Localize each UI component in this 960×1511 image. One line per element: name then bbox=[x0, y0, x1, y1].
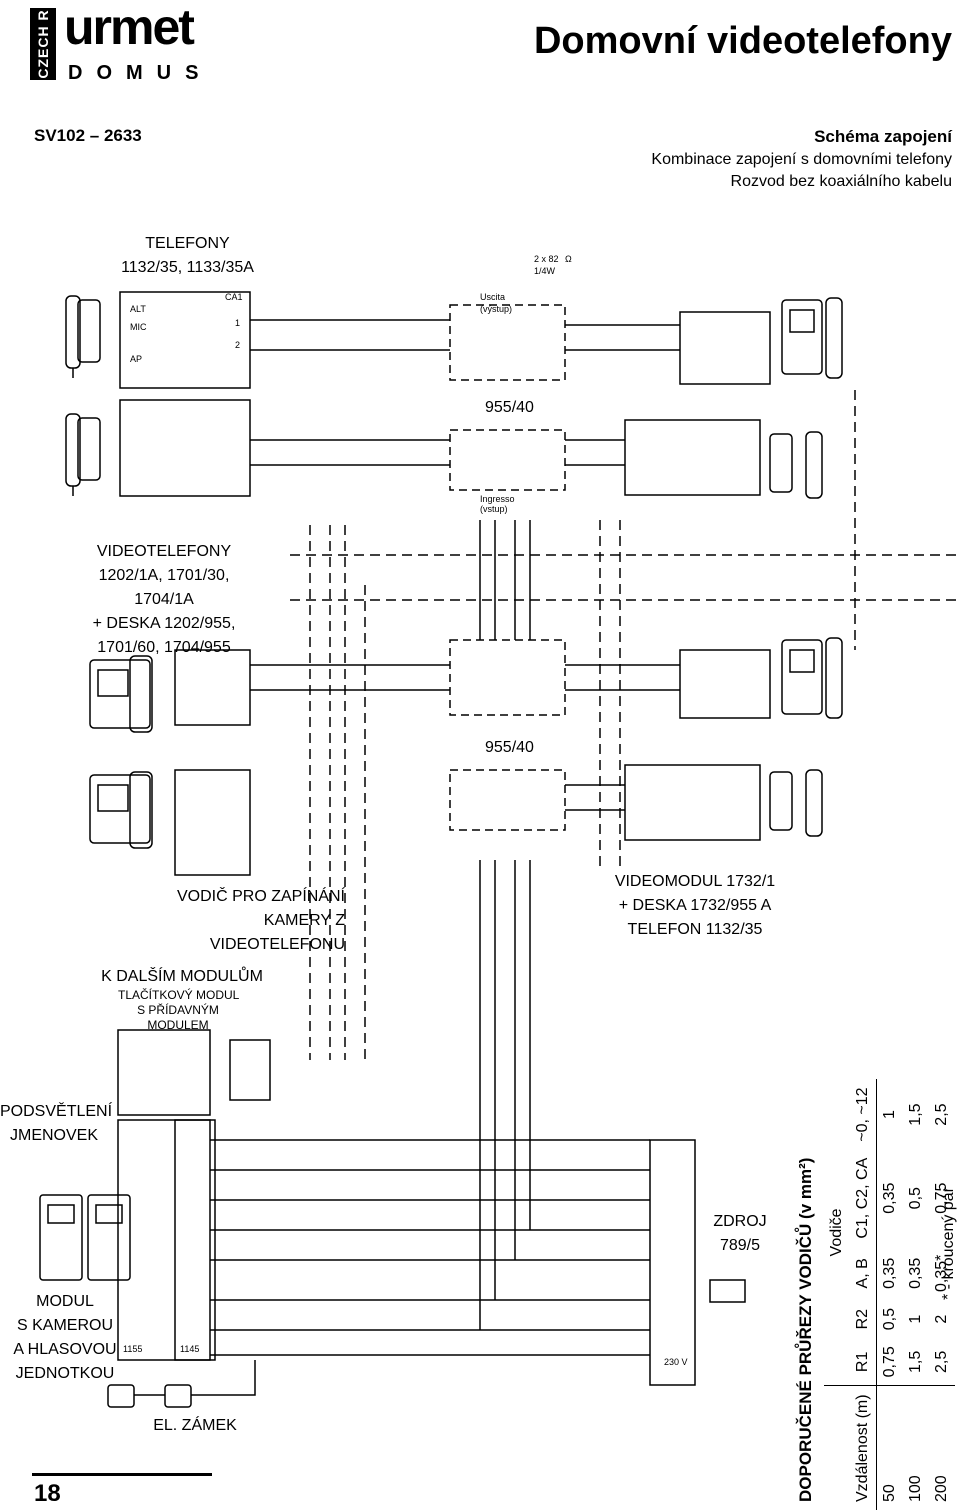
region-tag: CZECH R bbox=[30, 8, 56, 80]
wire-table-cell: 0,35 bbox=[907, 1257, 924, 1289]
wire-table-header-cell: ~0, ~12 bbox=[850, 1079, 877, 1150]
terminal-box bbox=[679, 649, 771, 719]
term-2-label: 2 bbox=[235, 340, 240, 350]
terminal-box bbox=[624, 419, 761, 496]
wire-table-cell: 0,35 bbox=[881, 1257, 898, 1289]
scheme-line1: Kombinace zapojení s domovními telefony bbox=[651, 151, 952, 168]
wire-table-title: DOPORUČENÉ PRŮŘEZY VODIČŮ (v mm²) bbox=[796, 1157, 815, 1502]
distributor-box bbox=[449, 304, 566, 381]
wire-table-cell: 0,35 bbox=[881, 1182, 898, 1214]
scheme-heading: Schéma zapojení Kombinace zapojení s dom… bbox=[651, 126, 952, 193]
power-supply-box bbox=[649, 1139, 696, 1386]
table-row: 50 0,75 0,5 0,35 0,35 1 bbox=[876, 1079, 903, 1510]
page-title: Domovní videotelefony bbox=[533, 20, 952, 62]
wire-table-header-cell: R1 bbox=[850, 1338, 877, 1386]
button-module-box bbox=[117, 1029, 211, 1116]
terminal-box bbox=[679, 311, 771, 385]
phone-icon bbox=[65, 295, 101, 378]
brand-logo: urmet bbox=[64, 0, 195, 55]
ap-label: AP bbox=[130, 354, 142, 364]
resistor-label: 2 x 82 bbox=[534, 254, 559, 264]
resistor-unit: Ω bbox=[565, 254, 572, 264]
scheme-line2: Rozvod bez koaxiálního kabelu bbox=[730, 173, 952, 190]
videophone-icon bbox=[781, 297, 843, 379]
videophone-icon bbox=[89, 771, 153, 849]
phone-box bbox=[119, 399, 251, 497]
wire-table-cell: 1 bbox=[881, 1110, 898, 1120]
distributor-box bbox=[449, 639, 566, 716]
wire-table-header-cell: A, B bbox=[850, 1246, 877, 1301]
phone-icon bbox=[65, 413, 101, 496]
distributor-label: 955/40 bbox=[485, 739, 534, 756]
page-rule bbox=[32, 1473, 212, 1476]
ca1-label: CA1 bbox=[225, 292, 243, 302]
label-el-zamek: EL. ZÁMEK bbox=[153, 1417, 237, 1434]
wire-table-header-cell: R2 bbox=[850, 1300, 877, 1339]
vstup-label: (vstup) bbox=[480, 504, 508, 514]
distributor-label: 955/40 bbox=[485, 399, 534, 416]
module-1155-box bbox=[117, 1119, 211, 1361]
twisted-pair-note: * - kroucený pár bbox=[940, 1187, 957, 1300]
uscita-label: Uscita bbox=[480, 292, 505, 302]
door-panel-icon bbox=[39, 1194, 131, 1281]
wire-table-cell: 2 bbox=[933, 1314, 950, 1324]
model-number: SV102 – 2633 bbox=[34, 126, 142, 145]
wire-table-cell: 2,5 bbox=[933, 1103, 950, 1126]
power-supply-icon bbox=[709, 1279, 746, 1303]
terminal-box bbox=[174, 649, 251, 726]
module-1155-label: 1155 bbox=[123, 1344, 142, 1354]
lock-icon bbox=[107, 1384, 192, 1408]
wire-table-header-cell: C1, C2, CA bbox=[850, 1149, 877, 1247]
distributor-box bbox=[449, 769, 566, 831]
scheme-title: Schéma zapojení bbox=[814, 127, 952, 146]
distributor-box bbox=[449, 429, 566, 491]
table-row: 100 1,5 1 0,35 0,5 1,5 bbox=[903, 1079, 929, 1510]
alt-label: ALT bbox=[130, 304, 146, 314]
wire-table-cell: 1,5 bbox=[907, 1350, 924, 1373]
wire-table-cell: 1 bbox=[907, 1314, 924, 1324]
wire-table-cell: 50 bbox=[876, 1385, 903, 1510]
page-number: 18 bbox=[34, 1480, 61, 1507]
module-1145-box bbox=[174, 1119, 216, 1361]
ingresso-label: Ingresso bbox=[480, 494, 515, 504]
wire-table-header-cell: Vzdálenost (m) bbox=[850, 1385, 877, 1510]
label-k-dalsim: K DALŠÍM MODULŮM bbox=[101, 968, 263, 985]
wire-table-cell: 1,5 bbox=[907, 1103, 924, 1126]
wire-table-cell: 0,75 bbox=[881, 1346, 898, 1378]
phone-icon bbox=[769, 769, 823, 837]
vystup-label: (výstup) bbox=[480, 304, 512, 314]
terminal-box bbox=[174, 769, 251, 876]
wire-table: DOPORUČENÉ PRŮŘEZY VODIČŮ (v mm²) Vodiče… bbox=[790, 870, 960, 1510]
mic-label: MIC bbox=[130, 322, 147, 332]
wire-table-cell: 200 bbox=[929, 1385, 955, 1510]
wire-group-header: Vodiče bbox=[828, 1208, 845, 1257]
terminal-box bbox=[624, 764, 761, 841]
wire-table-cell: 2,5 bbox=[933, 1350, 950, 1373]
wire-table-cell: 100 bbox=[903, 1385, 929, 1510]
phone-box bbox=[119, 291, 251, 389]
phone-icon bbox=[769, 431, 823, 499]
videophone-icon bbox=[781, 637, 843, 719]
voltage-label: 230 V bbox=[664, 1357, 688, 1367]
videophone-icon bbox=[89, 655, 153, 733]
wire-table-cell: 0,5 bbox=[907, 1187, 924, 1210]
brand-sub: DOMUS bbox=[68, 62, 213, 84]
button-module-ext-box bbox=[229, 1039, 271, 1101]
term-1-label: 1 bbox=[235, 318, 240, 328]
module-1145-label: 1145 bbox=[180, 1344, 199, 1354]
resistor-watt: 1/4W bbox=[534, 266, 556, 276]
wire-table-cell: 0,5 bbox=[881, 1308, 898, 1331]
